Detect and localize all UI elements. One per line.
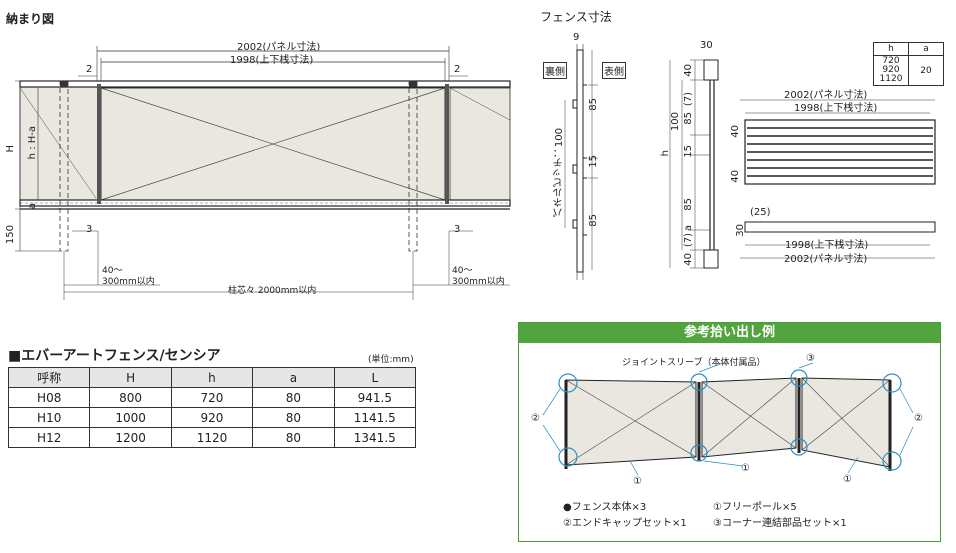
front-drawing <box>740 99 936 259</box>
omote-label: 表側 <box>602 62 626 79</box>
section-85b: 85 <box>588 214 599 227</box>
foot-right-label: 3 <box>454 224 461 235</box>
front-40a: 40 <box>730 125 741 138</box>
legend-item: ●フェンス本体×3 <box>563 502 647 513</box>
pitch-left-label: 40～ 300mm以内 <box>102 266 155 287</box>
h-value: 1120 <box>879 74 903 84</box>
spec-header: h <box>170 367 254 388</box>
spec-cell: 1120 <box>170 427 254 448</box>
side-85b: 85 <box>683 198 694 211</box>
spec-cell: H08 <box>7 387 91 408</box>
pitch-right-label: 40～ 300mm以内 <box>452 266 505 287</box>
side-40b: 40 <box>683 253 694 266</box>
spec-header: L <box>333 367 417 388</box>
spec-cell: H10 <box>7 407 91 428</box>
joint-sleeve-label: ジョイントスリーブ（本体付属品） <box>622 358 766 368</box>
spec-row: H10 1000 920 80 1141.5 <box>7 407 417 428</box>
spec-unit: (単位:mm) <box>368 355 414 365</box>
legend-item: ①フリーポール×5 <box>713 502 797 513</box>
front-25: (25) <box>750 207 771 218</box>
h-a-head-a: a <box>908 42 944 56</box>
spec-cell: 1341.5 <box>333 427 417 448</box>
side-85a: 85 <box>683 112 694 125</box>
a-value: 20 <box>908 55 944 86</box>
gap-left-label: 2 <box>86 64 93 75</box>
section-drawing <box>564 44 598 280</box>
section-85a: 85 <box>588 98 599 111</box>
h-value: 920 <box>882 65 900 75</box>
h-label: h : H-a <box>27 126 38 160</box>
spec-header: H <box>89 367 172 388</box>
spec-cell: 80 <box>252 427 335 448</box>
h-a-table: h a 720 920 1120 20 <box>873 42 944 86</box>
callout-2-left: ② <box>531 413 540 424</box>
side-7b: (7) <box>683 233 694 248</box>
right-title: フェンス寸法 <box>540 10 612 24</box>
side-15: 15 <box>683 145 694 158</box>
spec-cell: 720 <box>170 387 254 408</box>
side-100: 100 <box>670 112 681 132</box>
rail-dim-label: 1998(上下桟寸法) <box>230 55 314 66</box>
a-label: a <box>27 203 38 210</box>
spec-cell: H12 <box>7 427 91 448</box>
spec-header: 呼称 <box>7 367 91 388</box>
h-a-head-h: h <box>873 42 909 56</box>
section-pitch: パネルピッチ：100 <box>554 128 565 218</box>
gap-right-label: 2 <box>454 64 461 75</box>
spec-header: a <box>252 367 335 388</box>
front-rail-dim: 1998(上下桟寸法) <box>794 103 878 114</box>
spec-cell: 920 <box>170 407 254 428</box>
spec-cell: 941.5 <box>333 387 417 408</box>
front-40b: 40 <box>730 170 741 183</box>
callout-1c: ① <box>843 474 852 485</box>
embed-label: 150 <box>5 225 16 245</box>
spec-row: H08 800 720 80 941.5 <box>7 387 417 408</box>
legend-item: ③コーナー連結部品セット×1 <box>713 518 847 529</box>
callout-1a: ① <box>633 476 642 487</box>
panel-dim-label: 2002(パネル寸法) <box>237 42 321 53</box>
example-box: 参考拾い出し例 <box>518 322 941 542</box>
spec-cell: 1141.5 <box>333 407 417 428</box>
elevation-drawing <box>15 46 511 300</box>
ura-label: 裏側 <box>543 62 567 79</box>
spec-title: ■エバーアートフェンス/センシア <box>8 348 221 364</box>
front-30: 30 <box>735 224 746 237</box>
side-30: 30 <box>700 40 713 51</box>
spec-cell: 80 <box>252 387 335 408</box>
front-rail-dim2: 1998(上下桟寸法) <box>785 240 869 251</box>
side-7a: (7) <box>683 92 694 107</box>
spec-cell: 800 <box>89 387 172 408</box>
H-label: H <box>5 145 16 153</box>
side-a: a <box>683 225 694 232</box>
example-title: 参考拾い出し例 <box>519 323 940 343</box>
front-panel-dim2: 2002(パネル寸法) <box>784 254 868 265</box>
h-value: 720 <box>882 56 900 66</box>
legend-item: ②エンドキャップセット×1 <box>563 518 687 529</box>
side-h: h <box>660 150 671 157</box>
section-15: 15 <box>588 155 599 168</box>
spec-cell: 1200 <box>89 427 172 448</box>
front-panel-dim: 2002(パネル寸法) <box>784 90 868 101</box>
callout-1b: ① <box>741 463 750 474</box>
spec-cell: 80 <box>252 407 335 428</box>
callout-3: ③ <box>806 353 815 364</box>
side-40a: 40 <box>683 64 694 77</box>
callout-2-right: ② <box>914 413 923 424</box>
spec-table: 呼称 H h a L H08 800 720 80 941.5 H10 1000… <box>7 367 417 448</box>
side-drawing <box>669 59 719 269</box>
foot-left-label: 3 <box>86 224 93 235</box>
example-drawing <box>542 362 914 476</box>
spec-cell: 1000 <box>89 407 172 428</box>
left-title: 納まり図 <box>6 12 55 26</box>
post-pitch-label: 柱芯々 2000mm以内 <box>228 286 317 296</box>
spec-row: H12 1200 1120 80 1341.5 <box>7 427 417 448</box>
section-top9: 9 <box>573 32 580 43</box>
